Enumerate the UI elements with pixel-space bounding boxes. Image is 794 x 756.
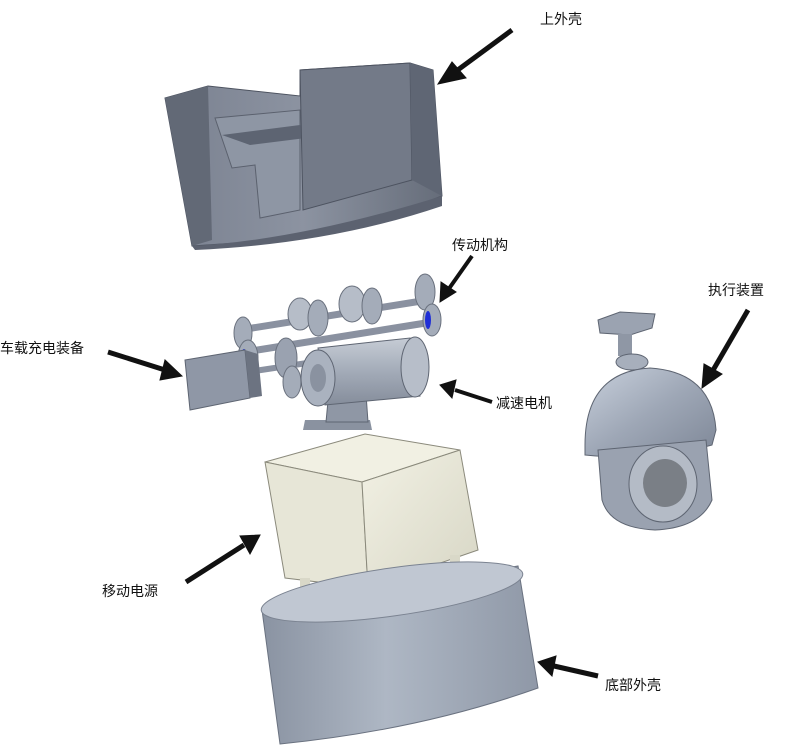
label-mobile-power: 移动电源 [102, 584, 158, 600]
transmission-mechanism-part [233, 273, 442, 399]
reduction-motor-part [300, 336, 430, 430]
arrows [107, 27, 751, 679]
arrow-reduction-motor [439, 379, 493, 404]
label-reduction-motor: 减速电机 [496, 396, 552, 412]
label-vehicle-charging: 车载充电装备 [0, 340, 84, 357]
arrow-upper-shell [436, 27, 514, 85]
label-transmission: 传动机构 [452, 238, 508, 254]
actuator-part [584, 311, 717, 531]
label-bottom-shell: 底部外壳 [605, 677, 661, 694]
label-actuator: 执行装置 [708, 283, 764, 299]
arrow-mobile-power [184, 534, 261, 585]
upper-shell-part [164, 62, 443, 250]
arrow-transmission [439, 254, 474, 303]
vehicle-charging-part [184, 349, 262, 411]
label-upper-shell: 上外壳 [540, 11, 582, 28]
arrow-vehicle-charging [107, 349, 184, 381]
bottom-shell-part [260, 561, 539, 745]
arrow-bottom-shell [537, 655, 599, 679]
arrow-actuator [701, 308, 751, 390]
